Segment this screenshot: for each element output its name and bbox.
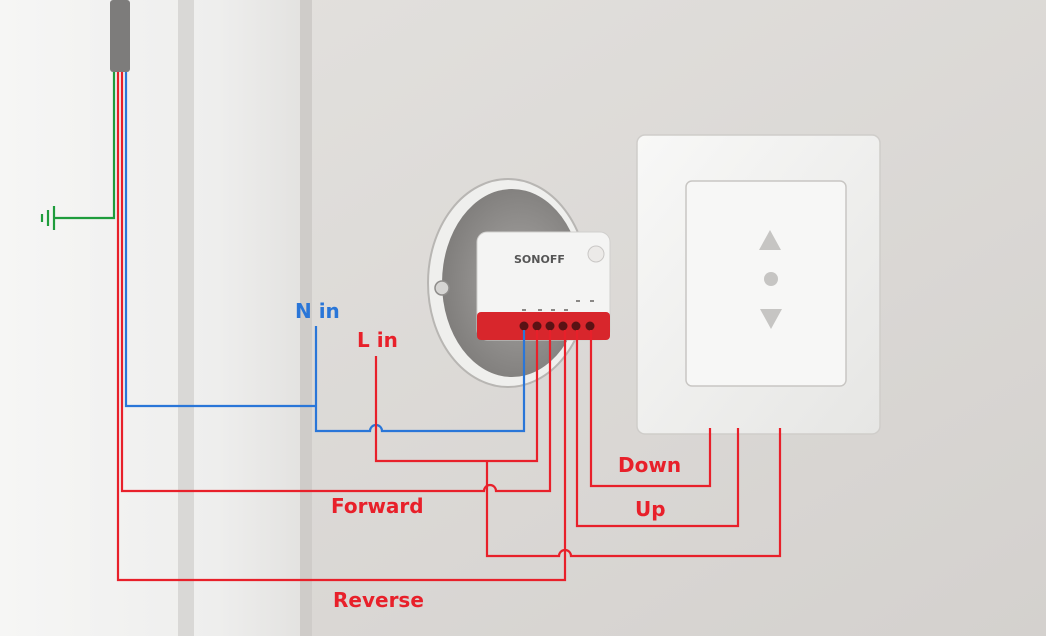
earth-wire xyxy=(54,72,116,220)
live-wires xyxy=(116,72,782,582)
live-in-wire xyxy=(374,330,539,463)
reverse-wire xyxy=(116,72,567,582)
cable-sheath xyxy=(110,0,130,72)
l-in-label: L in xyxy=(357,328,398,352)
down-label: Down xyxy=(618,453,681,477)
triangle-down-icon xyxy=(760,309,782,329)
terminal-marks xyxy=(522,300,594,311)
pairing-button xyxy=(587,245,605,263)
triangle-up-icon xyxy=(759,230,781,250)
wall-switch xyxy=(636,134,881,435)
mounting-screw xyxy=(434,280,450,296)
forward-label: Forward xyxy=(331,494,424,518)
switch-up-wire xyxy=(575,330,740,528)
n-in-label: N in xyxy=(295,299,340,323)
brand-logo: SONOFF xyxy=(514,253,565,266)
terminal-screws xyxy=(519,321,595,331)
door-edge-shadow xyxy=(178,0,194,636)
reverse-label: Reverse xyxy=(333,588,424,612)
door-frame xyxy=(0,0,312,636)
forward-wire xyxy=(120,72,552,493)
center-dot-icon xyxy=(764,272,778,286)
switch-common-wire xyxy=(485,428,782,558)
door-edge xyxy=(300,0,312,636)
relay-module: SONOFF xyxy=(476,231,611,341)
ground-symbol-icon xyxy=(40,206,56,230)
switch-down-wire xyxy=(589,330,712,488)
up-label: Up xyxy=(635,497,666,521)
